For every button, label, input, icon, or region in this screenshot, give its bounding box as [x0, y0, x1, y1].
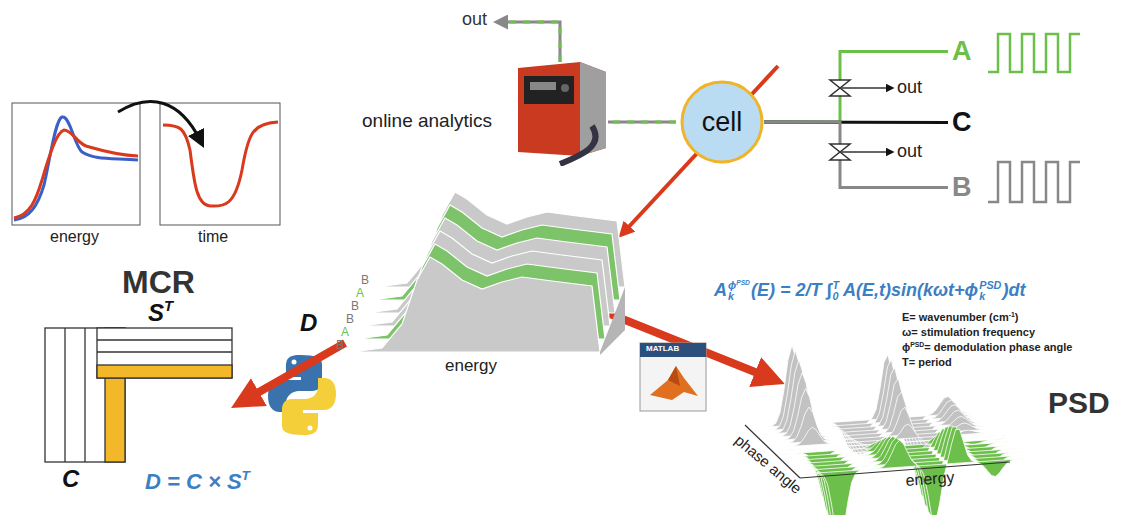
node-text: B [952, 172, 972, 202]
flow-line [764, 52, 948, 123]
method-title: PSD [1048, 386, 1110, 419]
plot-frame [12, 103, 140, 225]
label-text: T [832, 279, 839, 291]
label-text: = demodulation phase angle [924, 341, 1072, 353]
spectrum-trace [352, 257, 600, 352]
matlab-icon [640, 343, 706, 411]
matrix-name: C [62, 466, 79, 492]
label-text: E= wavenumber (cm [902, 311, 1009, 323]
label-text: ) [1015, 311, 1019, 323]
label-text: A [714, 280, 727, 300]
subscript: 0 [832, 291, 839, 302]
axis-label: time [198, 228, 228, 246]
equation: AϕPSDk(E) = 2/T ∫T0A(E,t)sin(kωt+ϕPSDk)d… [714, 280, 1025, 302]
matrix-name: D [300, 310, 317, 336]
definition: ϕPSD= demodulation phase angle [902, 341, 1073, 354]
stack-side [600, 287, 625, 355]
flow-line-stroke [764, 52, 948, 123]
square-wave [988, 34, 1080, 72]
label-text: D = C × S [145, 469, 242, 494]
subscript: k [979, 291, 1001, 302]
subscript: k [728, 291, 750, 302]
spectrum-blue [14, 117, 138, 220]
label-text: k [728, 290, 734, 302]
flow-label: out [897, 78, 922, 98]
label-text: k [979, 290, 985, 302]
flow-label: out [462, 10, 487, 30]
superscript: PSD [979, 280, 1001, 291]
valve [830, 80, 890, 96]
flow-line [608, 122, 676, 123]
flow-line-stroke [764, 122, 948, 188]
logo-text: MATLAB [646, 345, 679, 354]
label-text: ϕ [902, 341, 910, 353]
label-text: -1 [1009, 311, 1015, 318]
definition: ω= stimulation frequency [902, 326, 1035, 338]
stream-label: C [952, 107, 972, 138]
axis-label: energy [905, 469, 955, 490]
node-text: C [952, 107, 972, 137]
matrix-name: ST [148, 298, 173, 326]
axis-label: energy [50, 228, 99, 246]
out-line [502, 22, 560, 62]
plot-frame [160, 103, 280, 225]
flow-line-stroke [608, 121, 676, 124]
flow-line-dash [608, 121, 676, 124]
trace-label: A [341, 326, 349, 339]
superscript: T [832, 280, 839, 291]
stream-label: B [952, 172, 972, 203]
valve [830, 144, 890, 160]
trace-label: B [346, 313, 354, 326]
square-wave [988, 162, 1080, 202]
flow-line [764, 122, 948, 188]
instrument-node: online analytics [358, 56, 608, 166]
sub-sup-stack: PSDk [979, 280, 1001, 302]
label-text: PSD [910, 341, 924, 348]
profile-red [163, 122, 278, 206]
red-arrow [624, 66, 778, 232]
label-text: )dt [1002, 280, 1025, 300]
flow-label: out [897, 142, 922, 162]
definition: T= period [902, 356, 952, 368]
superscript: ϕPSD [728, 280, 750, 291]
definition: E= wavenumber (cm-1) [902, 311, 1018, 324]
spectra-stack [352, 192, 625, 355]
label-text: 0 [832, 290, 838, 302]
node-text: cell [702, 107, 743, 138]
psd-trace [800, 429, 1030, 515]
trace-label: B [361, 274, 369, 287]
trace-label: B [336, 339, 344, 352]
label-text: PSD [979, 279, 1001, 291]
analyzer-picture [510, 56, 610, 166]
out-line [506, 22, 560, 62]
red-arrow [245, 343, 345, 400]
label-text: S [148, 299, 164, 326]
sub-sup-stack: ϕPSDk [728, 280, 750, 302]
matrix-st [97, 328, 232, 378]
sub-sup-stack: T0 [832, 280, 839, 302]
label-text: A(E,t)sin(kωt+ϕ [843, 280, 978, 300]
stream-label: A [952, 36, 972, 67]
method-title: MCR [122, 265, 195, 300]
trace-label: B [351, 300, 359, 313]
label-text: T [164, 298, 173, 314]
cell-circle: cell [680, 80, 764, 164]
label-text: PSD [736, 279, 750, 286]
node-text: A [952, 36, 972, 66]
label-text: T [242, 468, 250, 483]
label-text: (E) = 2/T ∫ [751, 280, 831, 300]
node-text: online analytics [362, 110, 492, 132]
spectrum-red [14, 130, 138, 218]
equation: D = C × ST [145, 468, 250, 494]
trace-label: A [356, 287, 364, 300]
curved-arrow [118, 101, 200, 140]
label-text: ϕ [728, 279, 736, 291]
axis-label: energy [445, 357, 497, 376]
